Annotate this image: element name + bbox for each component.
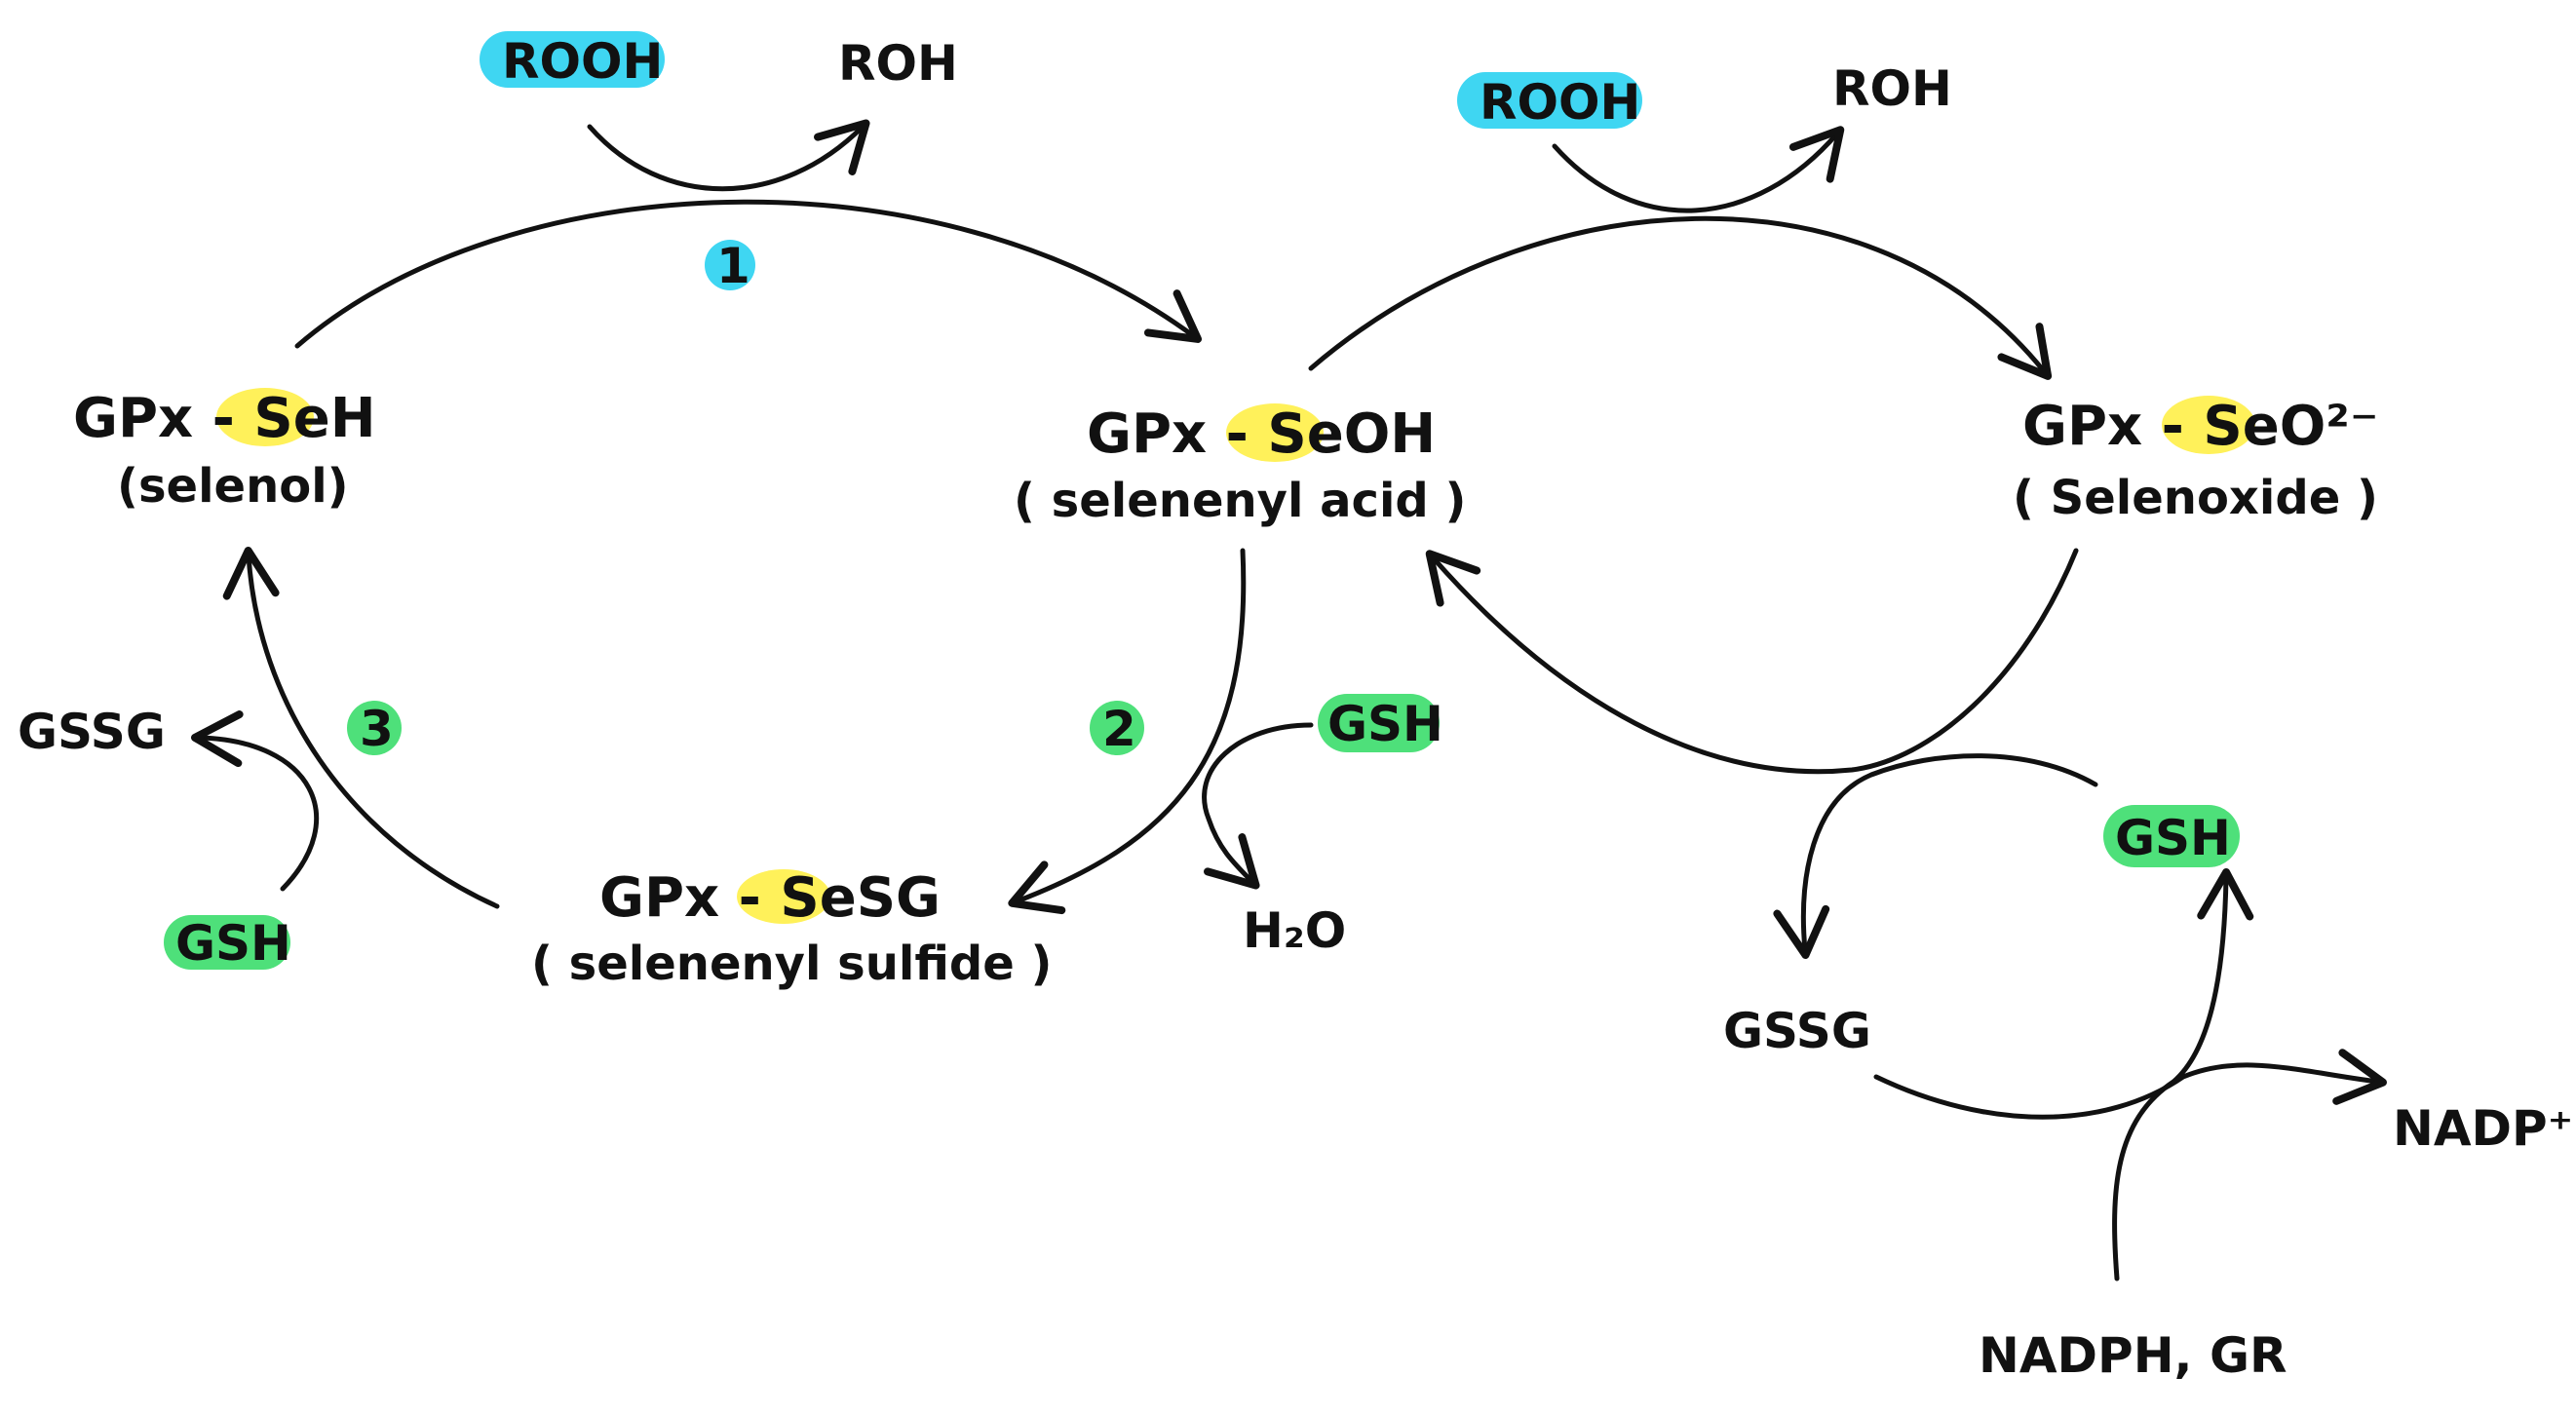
arrow-gssg-to-nadp [1873, 1049, 2387, 1120]
selenol-name: (selenol) [117, 459, 349, 514]
gssg-right-label: GSSG [1723, 1003, 1871, 1059]
gssg-step3-label: GSSG [18, 704, 166, 760]
roh-2-label: ROH [1832, 60, 1952, 117]
se-selenenyl-acid-highlight [1226, 403, 1324, 462]
step3-highlight [347, 701, 402, 755]
step1-number: 1 [716, 238, 750, 294]
arrow-selenol-to-selenenyl-acid [294, 199, 1203, 349]
selenenyl-sulfide-formula: GPx - SeSG [599, 866, 941, 930]
rooh-2-label: ROOH [1480, 74, 1640, 131]
arrow-selenenyl-sulfide-to-selenol [222, 547, 500, 909]
roh-1-label: ROH [838, 35, 958, 92]
selenol-formula: GPx - SeH [73, 387, 376, 450]
arrow-selenoxide-to-selenenyl-acid [1425, 548, 2079, 775]
se-selenol-highlight [216, 388, 314, 446]
arrow-gsh-to-gssg-right [1773, 753, 2098, 959]
se-selenenyl-sulfide-highlight [737, 869, 830, 924]
selenenyl-acid-formula: GPx - SeOH [1087, 402, 1436, 466]
gsh-step3-label: GSH [175, 915, 291, 972]
arrow-rooh2-to-roh2 [1552, 126, 1845, 213]
step2-highlight [1090, 701, 1144, 755]
arrow-gsh-to-h2o [1202, 722, 1314, 890]
step2-number: 2 [1102, 701, 1136, 757]
rooh-1-highlight [480, 31, 665, 88]
selenoxide-formula: GPx - SeO²⁻ [2022, 395, 2378, 458]
arrow-rooh1-to-roh1 [587, 119, 870, 192]
gsh-step2-label: GSH [1327, 696, 1443, 752]
gsh-right-highlight [2103, 805, 2240, 867]
selenenyl-acid-name: ( selenenyl acid ) [1014, 474, 1466, 528]
arrow-selenenyl-acid-to-selenenyl-sulfide [1008, 548, 1247, 915]
gsh-step2-highlight [1318, 694, 1440, 752]
se-selenoxide-highlight [2162, 396, 2255, 454]
arrow-gsh-to-gssg [191, 710, 320, 892]
nadp-label: NADP⁺ [2393, 1100, 2573, 1157]
selenoxide-name: ( Selenoxide ) [2013, 471, 2378, 525]
nadph-gr-label: NADPH, GR [1979, 1327, 2287, 1384]
rooh-1-label: ROOH [502, 33, 663, 90]
arrow-selenenyl-acid-to-selenoxide [1308, 215, 2053, 380]
arrow-nadph-to-gsh [2112, 868, 2254, 1281]
gsh-step3-highlight [164, 915, 290, 970]
selenenyl-sulfide-name: ( selenenyl sulfide ) [531, 937, 1052, 991]
h2o-label: H₂O [1243, 902, 1346, 959]
step1-highlight [705, 240, 755, 290]
step3-number: 3 [360, 701, 394, 757]
rooh-2-highlight [1457, 72, 1642, 129]
gsh-right-label: GSH [2115, 810, 2231, 866]
